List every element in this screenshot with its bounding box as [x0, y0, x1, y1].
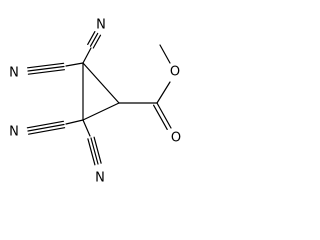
triple-bond-line	[26, 120, 65, 129]
cyclopropane-ring	[82, 62, 120, 121]
c-o-bond	[156, 81, 171, 104]
nitrogen-atom-label: N	[95, 171, 105, 186]
triple-bond-line	[87, 138, 96, 166]
triple-bond-line	[93, 136, 102, 164]
ring-bond-top-right	[82, 62, 120, 104]
nitrogen-atom-label: N	[9, 125, 19, 140]
nitrile-group-bottom-down: N	[82, 119, 105, 186]
triple-bond-line	[28, 127, 66, 135]
triple-bond-line	[27, 62, 65, 69]
c-c-bond	[82, 47, 92, 64]
carbonyl-oxygen-label: O	[171, 131, 181, 146]
o-methyl-bond	[159, 44, 171, 64]
triple-bond-line	[92, 34, 102, 49]
c-c-bond	[65, 119, 84, 125]
triple-bond-line	[90, 137, 99, 165]
triple-bond-line	[87, 31, 96, 46]
nitrogen-atom-label: N	[9, 66, 19, 81]
ring-bond-bottom-right	[82, 102, 120, 121]
nitrile-group-top-left: N	[9, 62, 84, 81]
nitrile-group-top-up: N	[82, 18, 106, 64]
carbonyl-double-bond-line	[156, 102, 172, 129]
c-c-bond	[82, 119, 91, 137]
ester-oxygen-label: O	[170, 65, 180, 80]
triple-bond-line	[27, 123, 65, 132]
structural-formula: N N N N O O	[9, 17, 182, 186]
nitrile-group-bottom-left: N	[9, 119, 84, 140]
methyl-ester-group: O O	[118, 44, 181, 146]
c-c-bond	[65, 62, 84, 67]
triple-bond-line	[27, 65, 65, 72]
nitrogen-atom-label: N	[96, 18, 106, 33]
carbonyl-double-bond-line	[153, 104, 168, 130]
triple-bond-line	[89, 32, 99, 47]
triple-bond-line	[27, 69, 66, 75]
